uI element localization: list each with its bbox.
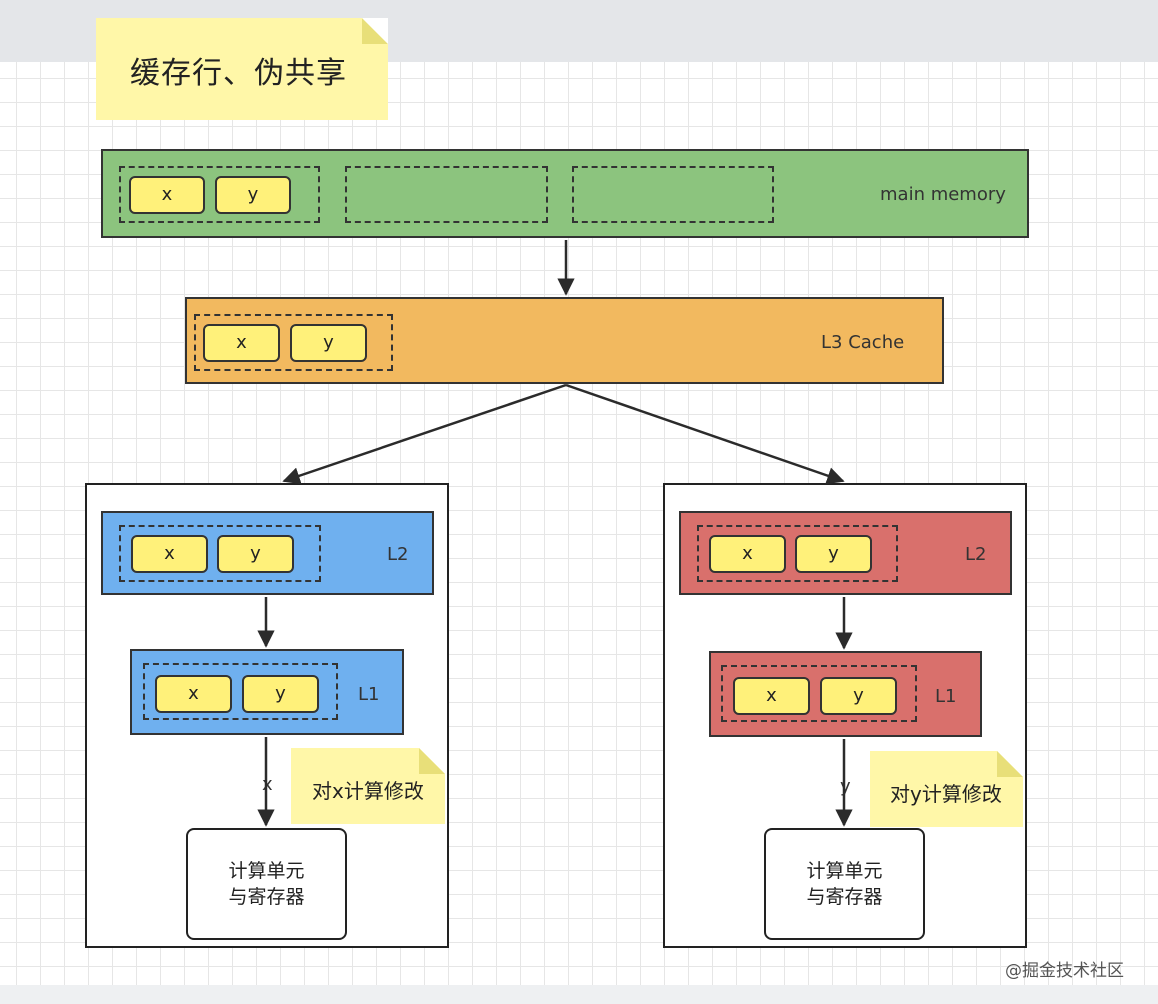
right-l2-cell-y: y	[795, 535, 872, 573]
right-modify-note: 对y计算修改	[870, 751, 1023, 827]
memory-cache-line-3	[572, 166, 774, 223]
note-fold	[997, 751, 1023, 777]
memory-cell-x: x	[129, 176, 205, 214]
right-unit-line1: 计算单元	[806, 860, 883, 882]
left-l2-cell-x: x	[131, 535, 208, 573]
bottom-strip	[0, 985, 1158, 1004]
l3-cache-line	[194, 314, 393, 371]
left-edge-label: x	[262, 774, 273, 795]
main-memory-label: main memory	[880, 184, 1006, 205]
left-l1-label: L1	[358, 684, 380, 705]
right-l2-label: L2	[965, 544, 987, 565]
left-modify-note: 对x计算修改	[291, 748, 445, 824]
title-note: 缓存行、伪共享	[96, 18, 388, 120]
left-compute-unit: 计算单元 与寄存器	[186, 828, 347, 940]
right-edge-label: y	[840, 776, 851, 797]
left-l2-label: L2	[387, 544, 409, 565]
memory-cache-line-2	[345, 166, 548, 223]
left-l2-cache-line	[119, 525, 321, 582]
left-l1-cache-line	[143, 663, 338, 720]
arrow-l3-to-left-core	[282, 383, 567, 485]
left-unit-line1: 计算单元	[228, 860, 305, 882]
memory-cache-line-1	[119, 166, 320, 223]
watermark: @掘金技术社区	[1005, 961, 1124, 981]
left-l1-cell-x: x	[155, 675, 232, 713]
arrow-l3-to-right-core	[565, 383, 845, 485]
left-l2-cell-y: y	[217, 535, 294, 573]
right-l1-cell-y: y	[820, 677, 897, 715]
diagram-title: 缓存行、伪共享	[130, 56, 347, 91]
note-fold	[419, 748, 445, 774]
l3-cell-x: x	[203, 324, 280, 362]
right-l2-cache-line	[697, 525, 898, 582]
right-modify-note-text: 对y计算修改	[890, 782, 1002, 806]
left-l1-cell-y: y	[242, 675, 319, 713]
left-unit-line2: 与寄存器	[228, 886, 305, 908]
right-l1-cache-line	[721, 665, 917, 722]
right-compute-unit: 计算单元 与寄存器	[764, 828, 925, 940]
memory-cell-y: y	[215, 176, 291, 214]
right-l1-cell-x: x	[733, 677, 810, 715]
right-l1-label: L1	[935, 686, 957, 707]
right-l2-cell-x: x	[709, 535, 786, 573]
right-unit-line2: 与寄存器	[806, 886, 883, 908]
l3-cell-y: y	[290, 324, 367, 362]
left-modify-note-text: 对x计算修改	[312, 779, 424, 803]
l3-cache-label: L3 Cache	[821, 332, 905, 353]
